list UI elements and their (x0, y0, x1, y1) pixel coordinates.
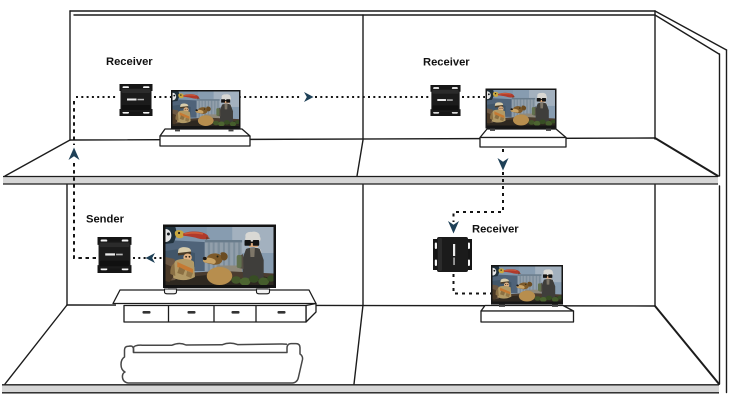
svg-text:Receiver: Receiver (423, 57, 470, 69)
svg-text:Sender: Sender (86, 214, 125, 226)
svg-text:Receiver: Receiver (472, 224, 519, 236)
svg-text:Receiver: Receiver (106, 56, 153, 68)
